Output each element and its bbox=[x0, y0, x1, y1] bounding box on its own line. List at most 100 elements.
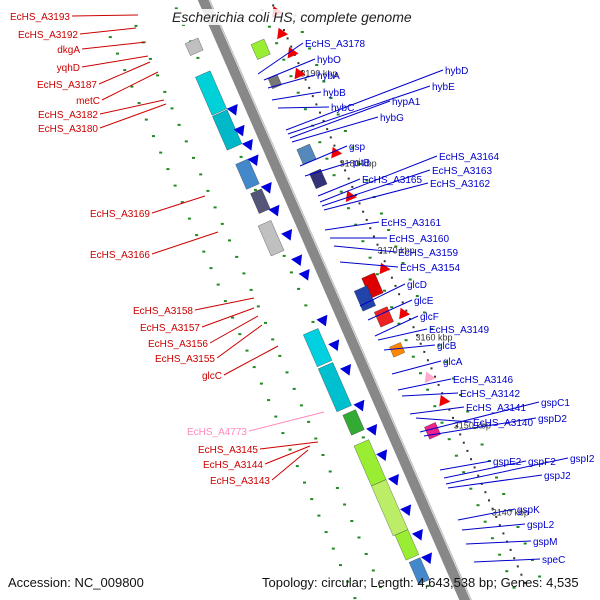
gene-arrow bbox=[298, 269, 310, 281]
gene-block bbox=[318, 362, 352, 412]
left-gene-label: EcHS_A4773 bbox=[187, 427, 247, 438]
topology-value: circular bbox=[321, 575, 364, 590]
ruler-dot bbox=[170, 107, 174, 110]
ruler-tick bbox=[516, 565, 519, 568]
ruler-label: 3180 kbp bbox=[340, 159, 377, 169]
ruler-dot bbox=[184, 140, 188, 143]
right-gene-label: speC bbox=[542, 555, 565, 566]
ruler-dot bbox=[220, 222, 224, 225]
left-gene-label: EcHS_A3143 bbox=[210, 476, 270, 487]
right-gene-label: gsp bbox=[349, 142, 366, 153]
left-gene-label-leader bbox=[209, 315, 259, 344]
right-gene-label: EcHS_A3160 bbox=[389, 234, 449, 245]
left-gene-label-leader bbox=[248, 411, 325, 432]
right-gene-label-leader bbox=[267, 74, 316, 89]
right-gene-label: gspD2 bbox=[538, 414, 567, 425]
ruler-dot bbox=[285, 371, 289, 374]
ruler-dot bbox=[336, 113, 340, 116]
right-gene-label-leader bbox=[423, 417, 537, 437]
gene-block bbox=[309, 168, 328, 189]
ruler-tick bbox=[498, 524, 501, 527]
gene-block bbox=[195, 70, 227, 116]
ruler-dot bbox=[315, 64, 319, 66]
gene-block bbox=[353, 439, 387, 487]
ruler-dot bbox=[187, 217, 191, 220]
ruler-dot bbox=[335, 487, 339, 489]
genes-value: 4,535 bbox=[546, 575, 579, 590]
ruler-dot bbox=[223, 300, 227, 303]
left-gene-label-leader bbox=[101, 71, 159, 101]
ruler-dot bbox=[289, 271, 293, 274]
gene-block bbox=[250, 188, 271, 214]
ruler-dot bbox=[339, 564, 342, 567]
right-gene-label: EcHS_A3146 bbox=[453, 375, 513, 386]
ruler-dot bbox=[202, 250, 206, 253]
right-gene-label-leader bbox=[367, 299, 413, 321]
left-gene-label: EcHS_A3145 bbox=[198, 445, 258, 456]
right-gene-label-leader bbox=[333, 245, 397, 253]
right-gene-label-leader bbox=[445, 457, 569, 485]
right-gene-label-leader bbox=[397, 378, 452, 391]
ruler-tick bbox=[286, 37, 289, 40]
gene-arrow bbox=[424, 371, 436, 383]
left-gene-label-leader bbox=[216, 324, 263, 359]
ruler-dot bbox=[433, 405, 437, 408]
ruler-tick bbox=[319, 111, 321, 114]
ruler-dot bbox=[267, 399, 271, 402]
gene-block bbox=[250, 38, 271, 60]
ruler-tick bbox=[326, 128, 329, 131]
ruler-dot bbox=[404, 339, 408, 342]
left-gene-label-leader bbox=[194, 297, 255, 311]
ruler-dot bbox=[318, 141, 322, 144]
ruler-dot bbox=[252, 366, 256, 369]
left-gene-label: glcC bbox=[202, 371, 222, 382]
ruler-dot bbox=[361, 240, 365, 243]
ruler-tick bbox=[297, 62, 300, 65]
ruler-dot bbox=[311, 320, 315, 323]
right-gene-label-leader bbox=[319, 155, 438, 203]
ruler-dot bbox=[231, 316, 235, 319]
ruler-dot bbox=[322, 80, 326, 83]
ruler-dot bbox=[148, 57, 152, 60]
ruler-dot bbox=[444, 361, 448, 363]
ruler-dot bbox=[295, 465, 299, 468]
ruler-tick bbox=[358, 202, 361, 205]
gene-arrow bbox=[353, 399, 365, 412]
ruler-tick bbox=[401, 301, 404, 304]
ruler-dot bbox=[454, 454, 458, 457]
ruler-tick bbox=[283, 29, 285, 32]
gene-block bbox=[374, 306, 394, 328]
ruler-dot bbox=[152, 135, 155, 138]
ruler-tick bbox=[398, 293, 401, 296]
ruler-dot bbox=[490, 537, 494, 540]
left-gene-label: EcHS_A3157 bbox=[140, 323, 200, 334]
gene-arrow bbox=[439, 394, 451, 407]
ruler-dot bbox=[245, 349, 249, 352]
left-gene-label: EcHS_A3166 bbox=[90, 250, 150, 261]
ruler-dot bbox=[505, 570, 509, 573]
left-gene-label: EcHS_A3169 bbox=[90, 209, 150, 220]
ruler-dot bbox=[242, 272, 246, 275]
gene-block bbox=[342, 409, 365, 436]
ruler-dot bbox=[282, 254, 286, 257]
ruler-dot bbox=[267, 25, 271, 28]
left-gene-label-leader bbox=[259, 441, 319, 450]
gene-block bbox=[408, 557, 430, 585]
ruler-dot bbox=[451, 377, 455, 380]
ruler-dot bbox=[271, 338, 275, 341]
ruler-dot bbox=[430, 328, 434, 330]
ruler-tick bbox=[416, 334, 419, 337]
ruler-dot bbox=[343, 503, 347, 506]
ruler-dot bbox=[264, 321, 267, 324]
ruler-dot bbox=[469, 487, 473, 490]
right-gene-label-leader bbox=[401, 392, 459, 397]
ruler-tick bbox=[311, 95, 314, 98]
ruler-tick bbox=[495, 515, 498, 518]
accession-info: Accession: NC_009800 bbox=[8, 575, 144, 590]
gene-block bbox=[267, 74, 282, 89]
right-gene-label: EcHS_A3142 bbox=[460, 389, 520, 400]
left-gene-label: EcHS_A3180 bbox=[38, 124, 98, 135]
ruler-dot bbox=[195, 234, 199, 237]
ruler-dot bbox=[137, 102, 141, 105]
ruler-dot bbox=[415, 295, 419, 297]
